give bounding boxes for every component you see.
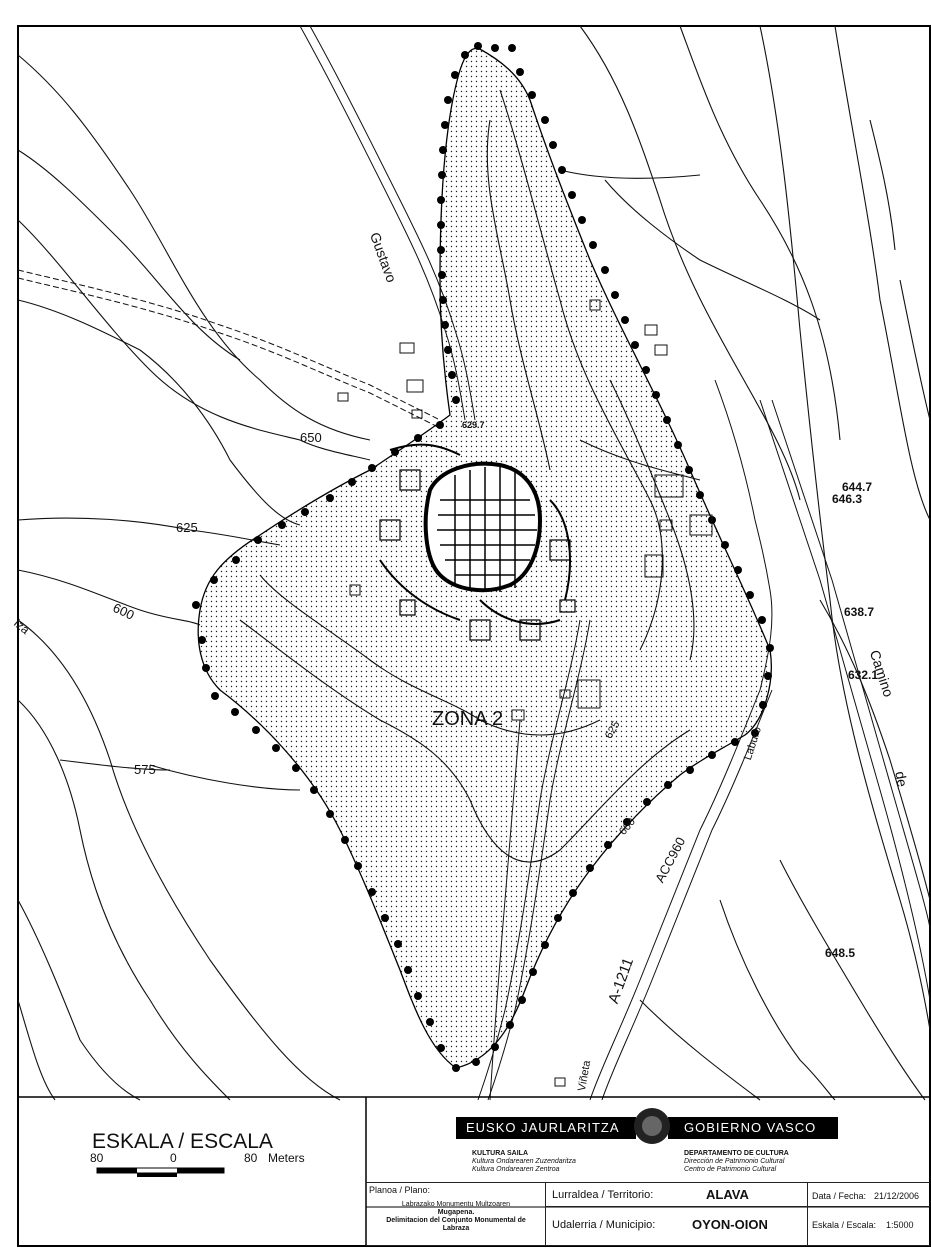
plan-label: Planoa / Plano: [369,1185,431,1195]
elevation-label: 638.7 [844,605,875,619]
scale-value: 1:5000 [886,1220,914,1230]
contour-label-650: 650 [300,430,322,445]
scale-cell: Eskala / Escala: 1:5000 [808,1207,930,1246]
government-logo [456,1108,838,1144]
spot-height-label: 629.7 [462,420,485,430]
date-value: 21/12/2006 [874,1191,920,1201]
contour-label-575: 575 [134,762,156,777]
plan-description: Labrazako Monumentu Multzoaren Mugapena.… [366,1201,546,1233]
scale-title: ESKALA / ESCALA [92,1130,273,1153]
brand-spanish: GOBIERNO VASCO [684,1120,817,1135]
elevation-label: 648.5 [825,946,856,960]
scale-bar [96,1167,225,1177]
scale-right-value: 80 [244,1151,258,1165]
municipality-cell: Udalerria / Municipio: OYON-OION [546,1207,808,1246]
municipality-label: Udalerria / Municipio: [552,1219,656,1231]
elevation-label: 646.3 [832,492,863,506]
territory-value: ALAVA [706,1187,749,1202]
dept-right-line1: Dirección de Patrimonio Cultural [684,1158,785,1165]
scale-label: Eskala / Escala: [812,1220,877,1230]
map-frame [17,25,931,1247]
zone-label: ZONA 2 [432,708,504,730]
dept-left-line2: Kultura Ondarearen Zentroa [472,1166,560,1173]
plan-cell: Planoa / Plano: Labrazako Monumentu Mult… [366,1182,546,1246]
territory-cell: Lurraldea / Territorio: ALAVA [546,1182,808,1207]
map-area [17,25,931,1101]
scale-mid-value: 0 [170,1151,177,1165]
dept-right-title: DEPARTAMENTO DE CULTURA [684,1150,789,1157]
plan-desc-line4: Labraza [442,1225,470,1232]
scale-unit: Meters [268,1151,305,1165]
dept-left-line1: Kultura Ondarearen Zuzendaritza [472,1158,576,1165]
territory-label: Lurraldea / Territorio: [552,1189,654,1201]
date-label: Data / Fecha: [812,1191,867,1201]
plan-desc-line3: Delimitacion del Conjunto Monumental de [386,1217,526,1224]
terrain-lines [17,25,931,1101]
plan-desc-line2: Mugapena. [437,1209,475,1216]
street-label-de: de [892,770,911,789]
plan-desc-line1: Labrazako Monumentu Multzoaren [401,1201,511,1208]
dept-right-line2: Centro de Patrimonio Cultural [684,1166,777,1173]
contour-label-625: 625 [176,520,198,535]
dept-left-title: KULTURA SAILA [472,1150,528,1157]
boundary-markers [192,42,774,1072]
legend-frame [18,1096,930,1246]
old-town [379,443,576,641]
scale-left-value: 80 [90,1151,104,1165]
brand-basque: EUSKO JAURLARITZA [466,1120,620,1135]
date-cell: Data / Fecha: 21/12/2006 [808,1182,930,1207]
buildings [337,299,713,1087]
elevation-label: 644.7 [842,480,873,494]
elevation-label: 632.1 [848,668,879,682]
municipality-value: OYON-OION [692,1217,768,1232]
